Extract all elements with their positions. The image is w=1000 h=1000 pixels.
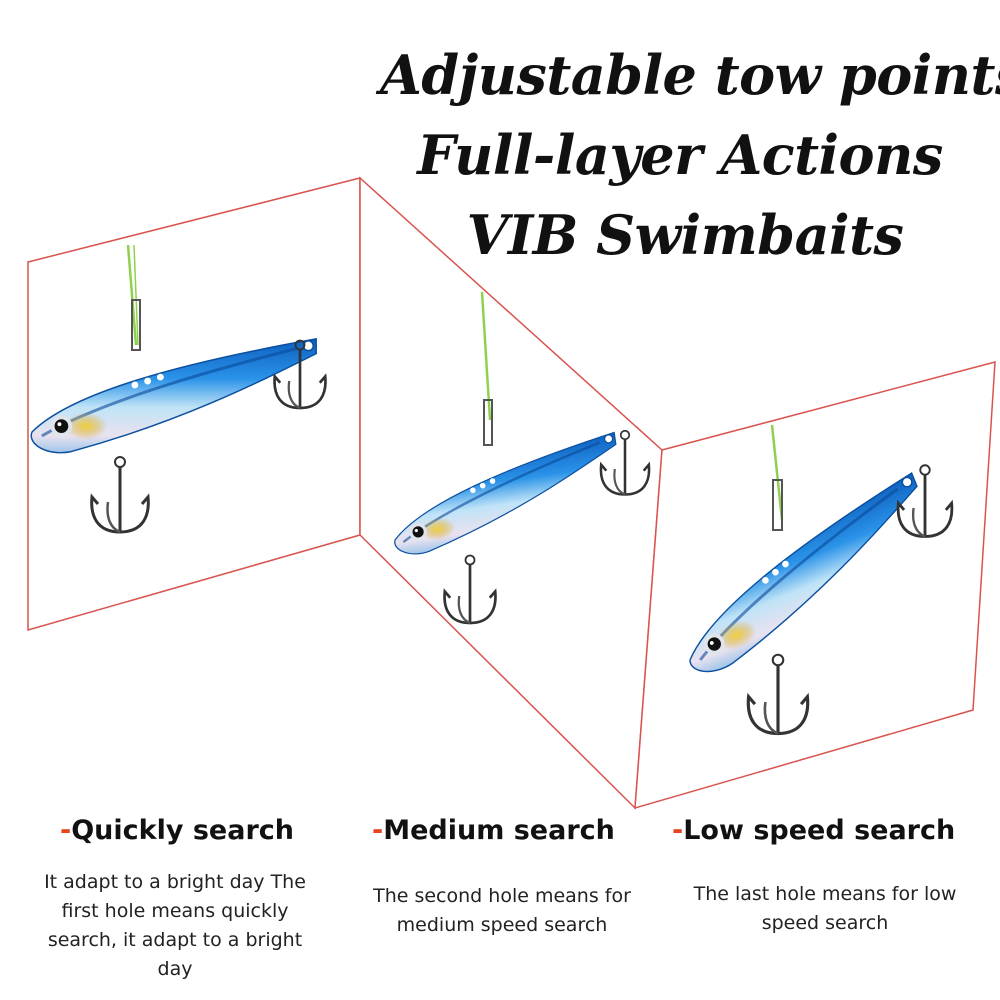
lure-low-speed-search <box>654 424 955 736</box>
caption-medium-search-description: The second hole means for medium speed s… <box>373 885 631 936</box>
lure-medium-search <box>382 291 651 625</box>
caption-dash: - <box>372 815 384 846</box>
headline-line-2: Full-layer Actions <box>417 123 943 187</box>
caption-title-text: Low speed search <box>683 815 956 846</box>
lure-quickly-search <box>29 244 327 534</box>
headline-line-1: Adjustable tow points <box>380 43 1000 107</box>
caption-dash: - <box>672 815 684 846</box>
caption-low-speed-search-description: The last hole means for low speed search <box>693 883 957 934</box>
caption-title-text: Medium search <box>383 815 615 846</box>
caption-title-text: Quickly search <box>71 815 295 846</box>
caption-low-speed-search-title: -Low speed search <box>672 815 955 846</box>
caption-quickly-search-title: -Quickly search <box>60 815 294 846</box>
caption-quickly-search-description: It adapt to a bright day The first hole … <box>44 871 306 980</box>
caption-medium-search-title: -Medium search <box>372 815 615 846</box>
caption-dash: - <box>60 815 72 846</box>
headline-line-3: VIB Swimbaits <box>466 203 904 267</box>
